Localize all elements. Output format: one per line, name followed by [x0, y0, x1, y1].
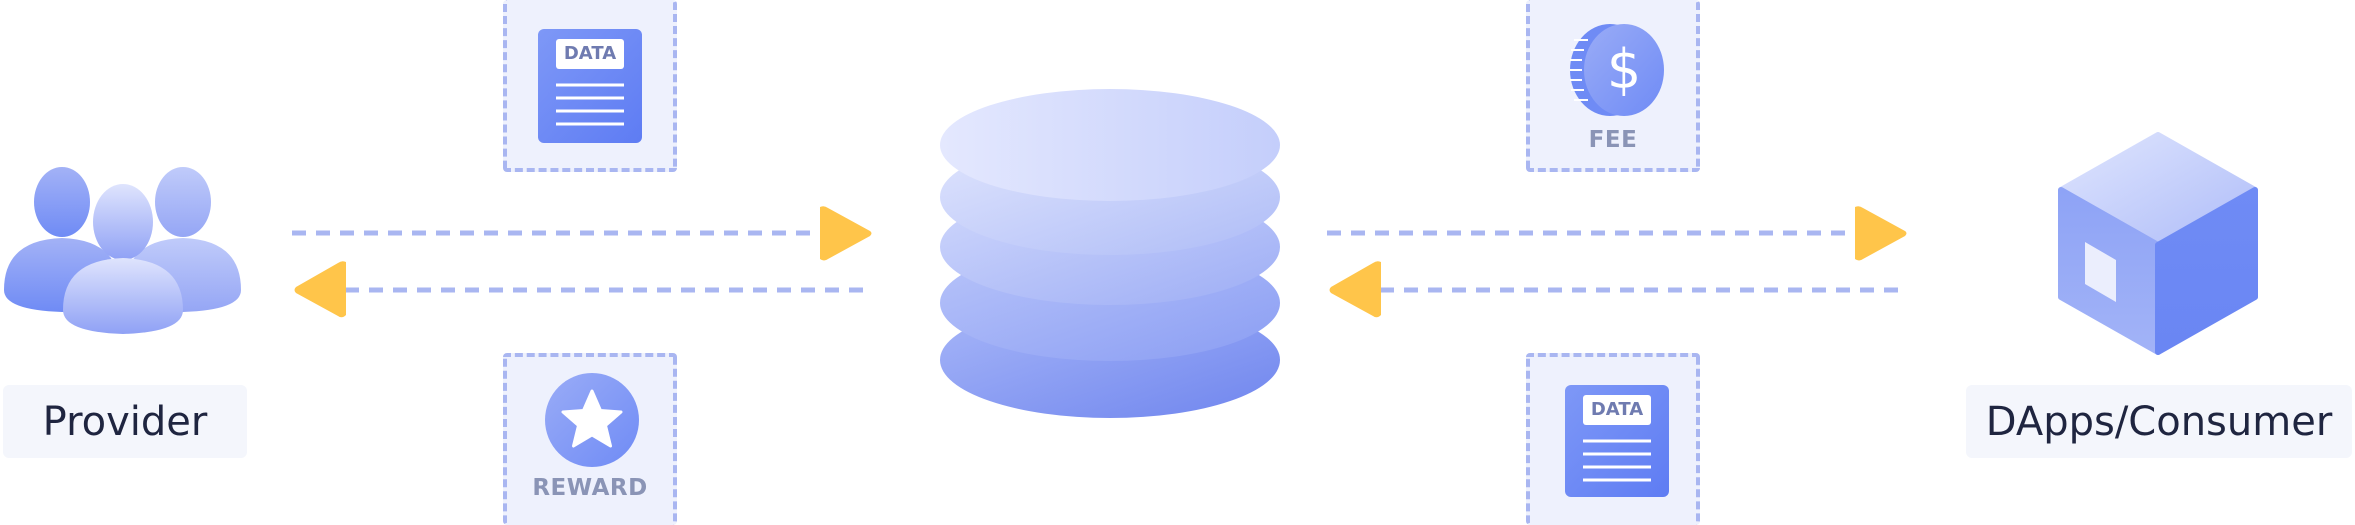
consumer-label: DApps/Consumer	[1966, 385, 2352, 458]
consumer-to-hub-arrow	[1325, 260, 1915, 320]
data-badge-text: DATA	[1590, 399, 1644, 420]
data-tile-top: DATA	[503, 0, 677, 172]
provider-people-icon	[0, 160, 250, 340]
database-stack-icon	[935, 85, 1285, 425]
data-document-icon: DATA	[538, 29, 642, 143]
reward-label: REWARD	[532, 475, 648, 501]
star-medal-icon	[545, 373, 639, 467]
fee-label: FEE	[1588, 127, 1638, 153]
coin-symbol: $	[1606, 38, 1642, 101]
consumer-cube-icon	[2058, 132, 2258, 357]
provider-to-hub-arrow	[290, 205, 880, 265]
provider-label: Provider	[3, 385, 247, 458]
hub-to-consumer-arrow	[1325, 205, 1915, 265]
coin-icon: $	[1568, 22, 1666, 118]
data-document-icon: DATA	[1565, 385, 1669, 497]
data-badge-text: DATA	[563, 43, 617, 64]
fee-tile: $ FEE	[1526, 0, 1700, 172]
hub-to-provider-arrow	[290, 260, 880, 320]
data-tile-bottom: DATA	[1526, 353, 1700, 525]
reward-tile: REWARD	[503, 353, 677, 525]
